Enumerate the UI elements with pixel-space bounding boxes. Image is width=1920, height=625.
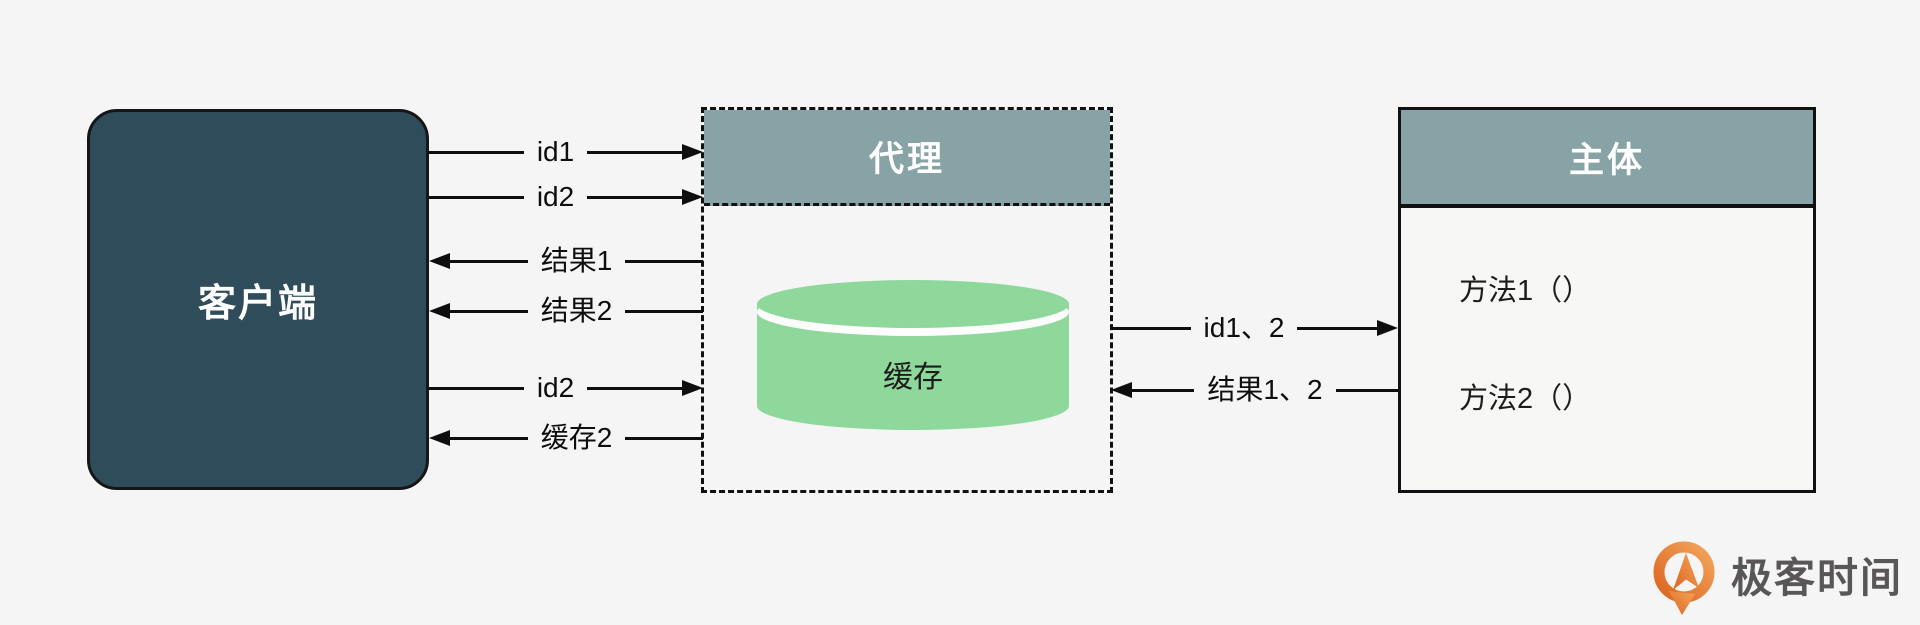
arrow-label: id1 (536, 136, 575, 167)
subject-body: 方法1（） 方法2（） (1401, 212, 1813, 416)
arrow-line (429, 386, 524, 390)
arrow-line (429, 150, 524, 154)
arrow-line (450, 436, 528, 440)
client-box-title: 客户端 (197, 283, 318, 325)
proxy-box: 代理 (701, 107, 1113, 493)
arrow-line (1335, 388, 1398, 392)
arrow-id1-2-to-subject: id1、2 (1111, 312, 1399, 343)
arrow-line (450, 309, 528, 313)
arrow-line (429, 195, 524, 199)
method-item: 方法2（） (1459, 383, 1592, 415)
arrow-id1-to-proxy: id1 (429, 137, 703, 167)
arrowhead-left-icon (429, 430, 450, 446)
arrow-line (450, 259, 528, 263)
method-item: 方法1（） (1459, 275, 1592, 307)
arrow-result1-2-to-proxy: 结果1、2 (1111, 375, 1398, 405)
arrow-label: id2 (536, 181, 575, 212)
cylinder-lid-shape (757, 280, 1069, 328)
proxy-header: 代理 (704, 110, 1110, 206)
arrow-line (1111, 326, 1191, 330)
subject-title: 主体 (1568, 140, 1645, 180)
arrow-result1-to-client: 结果1 (429, 245, 704, 276)
geektime-logo: 极客时间 (1650, 540, 1903, 616)
arrow-label: 结果1 (540, 245, 613, 276)
arrowhead-right-icon (682, 144, 703, 160)
arrow-line (587, 150, 682, 154)
arrow-label: 缓存2 (540, 422, 613, 453)
geektime-logo-icon (1653, 541, 1715, 615)
arrowhead-left-icon (429, 303, 450, 319)
subject-box: 主体 方法1（） 方法2（） (1398, 107, 1816, 493)
arrowhead-left-icon (1111, 382, 1132, 398)
arrow-line (587, 386, 682, 390)
arrowhead-right-icon (1377, 320, 1399, 336)
arrowhead-left-icon (429, 253, 450, 269)
arrow-id2-to-proxy: id2 (429, 182, 703, 212)
arrow-label: 结果2 (540, 295, 613, 326)
arrow-line (1297, 326, 1378, 330)
arrow-cache2-to-client: 缓存2 (429, 422, 704, 453)
arrow-label: id1、2 (1203, 312, 1285, 343)
arrow-line (625, 259, 704, 263)
arrow-line (625, 436, 704, 440)
arrow-line (1132, 388, 1195, 392)
arrowhead-right-icon (682, 189, 703, 205)
arrow-line (625, 309, 704, 313)
cylinder-bottom-shape (757, 382, 1069, 430)
arrow-label: id2 (536, 372, 575, 403)
subject-header: 主体 (1401, 110, 1813, 208)
client-box: 客户端 (87, 109, 429, 490)
arrow-id2-second-to-proxy: id2 (429, 373, 703, 403)
cache-label: 缓存 (883, 361, 943, 394)
cache-cylinder: 缓存 (757, 280, 1069, 430)
arrow-line (587, 195, 682, 199)
geektime-logo-text: 极客时间 (1731, 555, 1903, 601)
arrowhead-right-icon (682, 380, 703, 396)
arrow-result2-to-client: 结果2 (429, 295, 704, 326)
arrow-label: 结果1、2 (1207, 374, 1323, 405)
proxy-title: 代理 (868, 140, 945, 179)
